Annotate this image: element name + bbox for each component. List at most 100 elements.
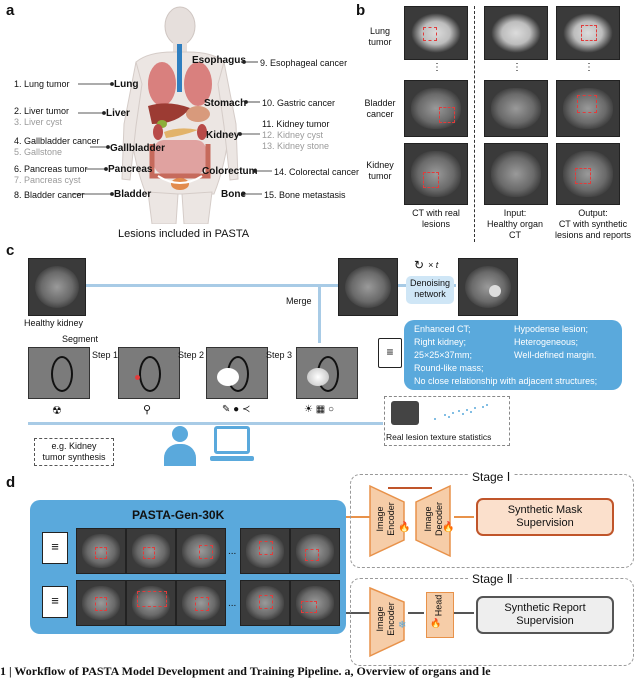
ct-input-lung — [484, 6, 548, 60]
report-item-5: 25×25×37mm; — [414, 350, 473, 360]
d-ct-1 — [76, 528, 126, 574]
fire-icon-2: 🔥 — [442, 522, 455, 533]
loop-icon: ↻ — [414, 258, 425, 272]
d-ct-9 — [240, 580, 290, 626]
times-t-label: × t — [428, 260, 439, 270]
lesion-item-5: 5. Gallstone — [14, 147, 63, 157]
panel-b-divider — [474, 6, 475, 242]
lesion-item-10: 10. Gastric cancer — [262, 98, 336, 108]
ellipsis-col2: ⋮ — [512, 62, 522, 73]
texture-icons: ☀ ▦ ○ — [304, 404, 335, 415]
radiation-icon: ☢ — [52, 405, 62, 417]
step2-label: Step 2 — [178, 350, 205, 360]
flow-bottom-line — [28, 422, 383, 425]
lesion-item-3: 3. Liver cyst — [14, 117, 63, 127]
arrow-to-report-sup — [454, 612, 474, 614]
report-icon-row1: ≡ — [42, 532, 68, 564]
ct-healthy-kidney — [28, 258, 86, 316]
d-ellipsis-1: ... — [228, 546, 237, 557]
lesion-item-7: 7. Pancreas cyst — [14, 175, 81, 185]
fire-icon-1: 🔥 — [398, 522, 411, 533]
d-ct-4 — [240, 528, 290, 574]
organ-colorectum: Colorectum — [202, 166, 258, 177]
d-ct-6 — [76, 580, 126, 626]
d-ellipsis-2: ... — [228, 598, 237, 609]
organ-pancreas: Pancreas — [108, 164, 153, 175]
ct-merged — [338, 258, 398, 316]
d-ct-2 — [126, 528, 176, 574]
step3-label: Step 3 — [266, 350, 293, 360]
dataset-title: PASTA-Gen-30K — [132, 508, 225, 522]
d-ct-8 — [176, 580, 226, 626]
col3-caption: Output: CT with synthetic lesions and re… — [554, 208, 632, 240]
organ-connectors — [72, 60, 272, 196]
organ-kidney: Kidney — [206, 130, 240, 141]
lesion-item-8: 8. Bladder cancer — [14, 190, 85, 200]
mask-step1 — [118, 347, 180, 399]
arrow-to-head — [408, 612, 424, 614]
lesion-item-6: 6. Pancreas tumor — [14, 164, 88, 174]
mask-segment — [28, 347, 90, 399]
shape-icons: ✎ ● ≺ — [222, 404, 251, 415]
location-pin-icon: ⚲ — [143, 404, 152, 416]
stage1-label: Stage Ⅰ — [468, 470, 515, 484]
stage2-label: Stage Ⅱ — [468, 572, 517, 586]
lesion-item-12: 12. Kidney cyst — [262, 130, 324, 140]
ct-output-kidney — [556, 143, 620, 205]
organ-bladder: Bladder — [114, 189, 152, 200]
stage1-decoder-label: Image Decoder — [423, 501, 444, 537]
arrow-to-mask-sup — [454, 516, 474, 518]
organ-stomach: Stomach — [204, 98, 247, 109]
organ-liver: Liver — [106, 108, 130, 119]
d-ct-3 — [176, 528, 226, 574]
report-item-4: Heterogeneous; — [514, 337, 579, 347]
lesion-item-1: 1. Lung tumor — [14, 79, 70, 89]
report-doc-icon: ≡ — [378, 338, 402, 368]
report-item-3: Right kidney; — [414, 337, 467, 347]
arrow-to-stage1 — [346, 516, 370, 518]
ct-synthesized — [458, 258, 518, 316]
report-item-6: Well-defined margin. — [514, 350, 597, 360]
row-label-bladder: Bladder cancer — [364, 98, 396, 119]
segment-label: Segment — [62, 334, 99, 344]
d-ct-5 — [290, 528, 340, 574]
snowflake-icon: ❄ — [398, 620, 407, 631]
mask-step3 — [296, 347, 358, 399]
doctor-icon — [162, 426, 198, 466]
ct-output-lung — [556, 6, 620, 60]
arrow-to-stage2 — [346, 612, 370, 614]
ct-real-kidney — [404, 143, 468, 205]
organ-lung: Lung — [114, 79, 139, 90]
organ-bone: Bone — [221, 189, 246, 200]
mask-supervision: Synthetic Mask Supervision — [476, 498, 614, 536]
report-supervision: Synthetic Report Supervision — [476, 596, 614, 634]
ct-input-kidney — [484, 143, 548, 205]
panel-label-b: b — [356, 2, 366, 19]
lesion-item-9: 9. Esophageal cancer — [260, 58, 348, 68]
organ-esophagus: Esophagus — [192, 55, 246, 66]
panel-a-caption: Lesions included in PASTA — [118, 228, 250, 240]
lesion-item-4: 4. Gallbladder cancer — [14, 136, 100, 146]
lesion-item-13: 13. Kidney stone — [262, 141, 330, 151]
report-item-1: Enhanced CT; — [414, 324, 471, 334]
anatomy-figure — [121, 6, 239, 224]
stage2-encoder-label: Image Encoder — [375, 602, 396, 636]
lesion-item-2: 2. Liver tumor — [14, 106, 70, 116]
col1-caption: CT with real lesions — [412, 208, 460, 229]
panel-label-c: c — [6, 242, 15, 259]
flow-top-line — [84, 284, 338, 287]
head-box — [426, 592, 454, 638]
lesion-item-14: 14. Colorectal cancer — [274, 167, 360, 177]
laptop-icon — [210, 426, 254, 466]
texture-stats-box — [384, 396, 510, 446]
ct-real-lung — [404, 6, 468, 60]
row-label-kidney: Kidney tumor — [366, 160, 394, 181]
report-item-8: No close relationship with adjacent stru… — [414, 376, 598, 386]
lesion-item-11: 11. Kidney tumor — [262, 119, 330, 129]
ct-real-bladder — [404, 80, 468, 137]
organ-gallbladder: Gallbladder — [110, 143, 166, 154]
encoder-decoder-shape — [369, 484, 451, 558]
example-label: e.g. Kidney tumor synthesis — [34, 438, 114, 466]
encoder-shape-2 — [369, 586, 405, 658]
ct-input-bladder — [484, 80, 548, 137]
